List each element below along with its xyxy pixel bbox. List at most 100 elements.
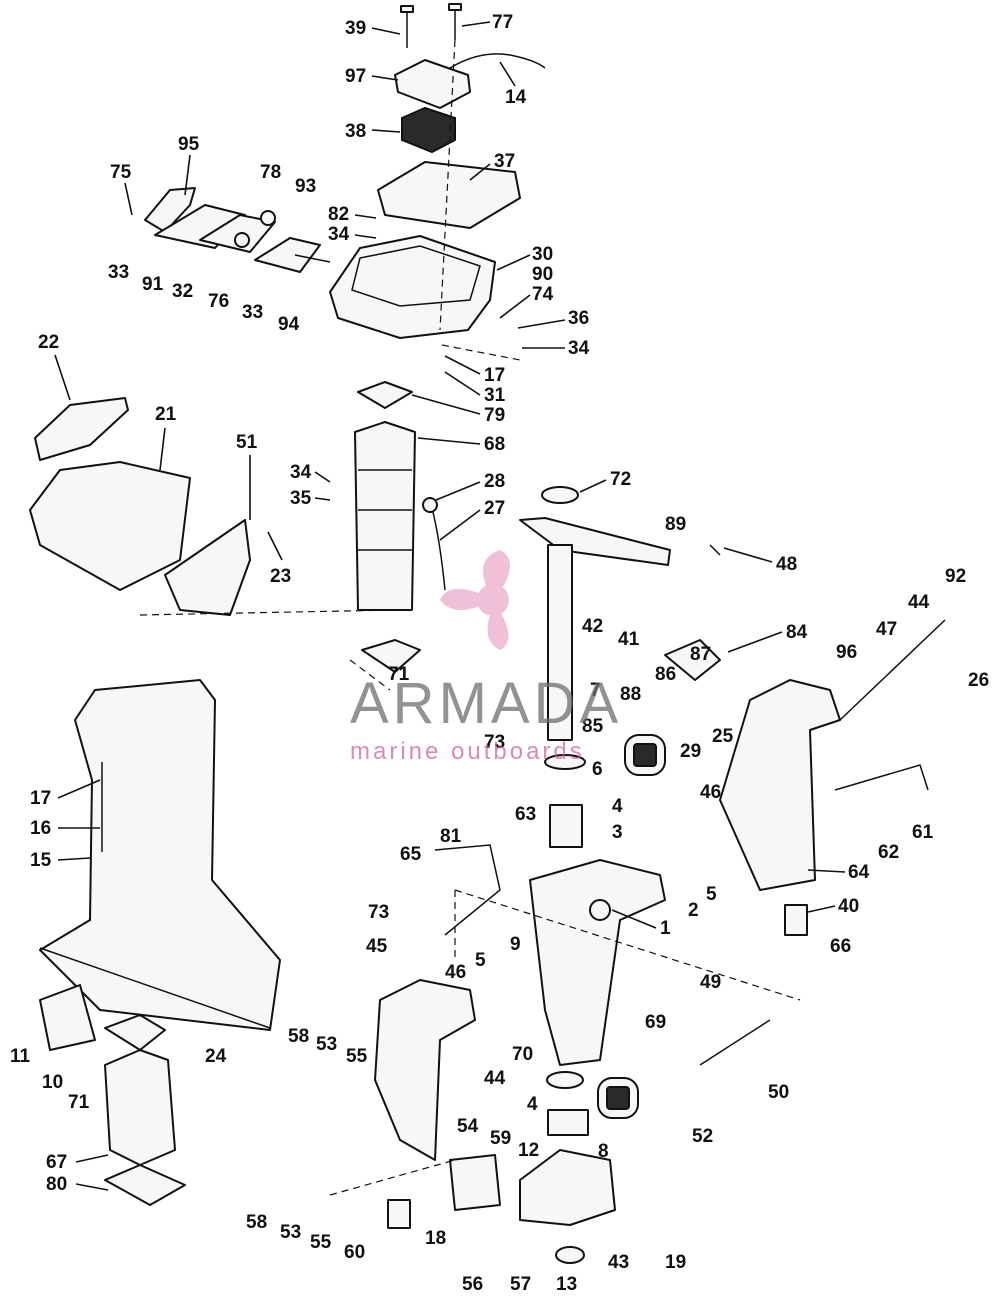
pin-49 bbox=[699, 1019, 771, 1066]
hose-27 bbox=[431, 507, 446, 591]
callout-92: 92 bbox=[945, 566, 966, 587]
cover-97 bbox=[394, 59, 471, 109]
assembly-dashed-lines bbox=[329, 659, 801, 1196]
callouts: 39 77 97 14 38 37 95 75 78 93 82 34 33 9… bbox=[10, 12, 989, 1295]
callout-25: 25 bbox=[712, 726, 734, 747]
lubricant-symbol-inner-1 bbox=[633, 743, 657, 767]
callout-59: 59 bbox=[490, 1128, 511, 1149]
ground-wire-14 bbox=[449, 53, 546, 69]
callout-13: 13 bbox=[556, 1274, 577, 1295]
bushing-3 bbox=[549, 804, 583, 848]
connector-48 bbox=[709, 544, 721, 556]
callout-69: 69 bbox=[645, 1012, 666, 1033]
callout-6: 6 bbox=[592, 759, 603, 780]
grommet-28 bbox=[422, 497, 438, 513]
callout-8: 8 bbox=[598, 1141, 609, 1162]
pivot-hole-1 bbox=[589, 899, 611, 921]
callout-27: 27 bbox=[484, 498, 505, 519]
callout-4a: 4 bbox=[612, 796, 623, 817]
axis-34 bbox=[441, 344, 521, 361]
callout-16: 16 bbox=[30, 818, 51, 839]
callout-53a: 53 bbox=[316, 1034, 337, 1055]
callout-84: 84 bbox=[786, 622, 808, 643]
callout-22: 22 bbox=[38, 332, 59, 353]
callout-77: 77 bbox=[492, 12, 513, 33]
callout-57: 57 bbox=[510, 1274, 531, 1295]
stern-bracket-45 bbox=[374, 979, 476, 1161]
grease-symbols bbox=[597, 734, 666, 1119]
bushing-4b bbox=[546, 1071, 584, 1089]
callout-43: 43 bbox=[608, 1252, 629, 1273]
callout-71b: 71 bbox=[68, 1092, 90, 1113]
callout-68: 68 bbox=[484, 434, 505, 455]
callout-53b: 53 bbox=[280, 1222, 301, 1243]
callout-82: 82 bbox=[328, 204, 349, 225]
callout-37: 37 bbox=[494, 151, 515, 172]
exhaust-tube-assembly bbox=[354, 381, 446, 673]
exhaust-tube-67 bbox=[104, 1049, 176, 1166]
callout-81: 81 bbox=[440, 826, 462, 847]
armada-propeller-logo-icon bbox=[440, 550, 510, 650]
steering-swivel-assembly bbox=[519, 486, 671, 1264]
exhaust-housing-15 bbox=[39, 679, 281, 1031]
callout-15: 15 bbox=[30, 850, 52, 871]
callout-36: 36 bbox=[568, 308, 589, 329]
callout-34c: 34 bbox=[290, 462, 312, 483]
callout-55a: 55 bbox=[346, 1046, 368, 1067]
gasket-80 bbox=[104, 1164, 186, 1206]
callout-94: 94 bbox=[278, 314, 300, 335]
callout-33a: 33 bbox=[108, 262, 129, 283]
callout-18: 18 bbox=[425, 1228, 446, 1249]
callout-42: 42 bbox=[582, 616, 603, 637]
callout-97: 97 bbox=[345, 66, 366, 87]
callout-72: 72 bbox=[610, 469, 631, 490]
callout-11: 11 bbox=[10, 1046, 31, 1067]
callout-30: 30 bbox=[532, 244, 553, 265]
callout-46b: 46 bbox=[445, 962, 466, 983]
block-40 bbox=[784, 904, 808, 936]
gasket-71b bbox=[104, 1014, 166, 1051]
callout-34a: 34 bbox=[328, 224, 350, 245]
callout-21: 21 bbox=[155, 404, 177, 425]
callout-24: 24 bbox=[205, 1046, 227, 1067]
washer-6 bbox=[544, 754, 586, 770]
callout-41: 41 bbox=[618, 629, 640, 650]
bolt-39-head bbox=[400, 5, 414, 13]
callout-66: 66 bbox=[830, 936, 851, 957]
stern-brackets bbox=[374, 544, 946, 1229]
cover-22 bbox=[34, 397, 129, 461]
callout-9: 9 bbox=[510, 934, 521, 955]
tilt-lever-61 bbox=[834, 764, 929, 791]
callout-64: 64 bbox=[848, 862, 870, 883]
callout-70: 70 bbox=[512, 1044, 533, 1065]
adapter-plate-assembly bbox=[329, 3, 546, 361]
adapter-housing-30-detail bbox=[351, 245, 481, 307]
cover-dash bbox=[139, 609, 396, 616]
callout-58b: 58 bbox=[246, 1212, 267, 1233]
adapter-housing-30 bbox=[329, 235, 496, 339]
nut-13 bbox=[555, 1246, 585, 1264]
spring-78 bbox=[260, 210, 276, 226]
lubricant-symbol-inner-2 bbox=[606, 1086, 630, 1110]
callout-96: 96 bbox=[836, 642, 857, 663]
callout-2: 2 bbox=[688, 900, 699, 921]
callout-14: 14 bbox=[505, 87, 527, 108]
callout-78: 78 bbox=[260, 162, 281, 183]
callout-23: 23 bbox=[270, 566, 291, 587]
cover-21 bbox=[29, 461, 191, 591]
gasket-33 bbox=[254, 237, 321, 273]
callout-31: 31 bbox=[484, 385, 506, 406]
callout-91: 91 bbox=[142, 274, 164, 295]
callout-44b: 44 bbox=[484, 1068, 506, 1089]
callout-32: 32 bbox=[172, 281, 193, 302]
callout-19: 19 bbox=[665, 1252, 686, 1273]
callout-95: 95 bbox=[178, 134, 200, 155]
module-38 bbox=[401, 106, 456, 154]
callout-79: 79 bbox=[484, 405, 505, 426]
callout-28: 28 bbox=[484, 471, 505, 492]
callout-85: 85 bbox=[582, 716, 604, 737]
steering-arm-7 bbox=[519, 517, 671, 566]
callout-17b: 17 bbox=[30, 788, 51, 809]
callout-54: 54 bbox=[457, 1116, 479, 1137]
